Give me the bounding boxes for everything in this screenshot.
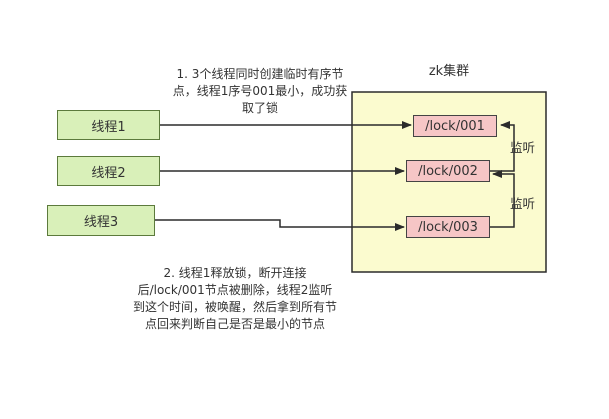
watch-arrow-003-to-002 xyxy=(490,170,515,228)
watch-label-2: 监听 xyxy=(510,196,536,211)
note-2-line-4: 点回来判断自己是否是最小的节点 xyxy=(144,317,325,331)
note-2-line-3: 到这个时间，被唤醒，然后拿到所有节 xyxy=(132,300,337,314)
note-1-line-1: 1. 3个线程同时创建临时有序节 xyxy=(176,67,344,81)
note-2-line-2: 后/lock/001节点被删除，线程2监听 xyxy=(137,283,333,297)
zk-cluster-title: zk集群 xyxy=(428,64,470,79)
thread-box-1: 线程1 xyxy=(57,110,160,140)
note-1: 1. 3个线程同时创建临时有序节 点，线程1序号001最小，成功获 取了锁 xyxy=(155,66,365,117)
node-box-003: /lock/003 xyxy=(406,216,490,238)
thread-box-3: 线程3 xyxy=(47,205,155,236)
note-2-line-1: 2. 线程1释放锁，断开连接 xyxy=(163,266,307,280)
node-box-001: /lock/001 xyxy=(413,115,497,137)
node-box-002: /lock/002 xyxy=(406,160,490,182)
watch-arrow-002-to-001 xyxy=(490,121,515,172)
arrow-thread3-to-node003 xyxy=(155,219,405,231)
watch-label-1: 监听 xyxy=(510,140,536,155)
note-2: 2. 线程1释放锁，断开连接 后/lock/001节点被删除，线程2监听 到这个… xyxy=(115,265,355,333)
note-1-line-2: 点，线程1序号001最小，成功获 xyxy=(172,84,348,98)
thread-box-2: 线程2 xyxy=(57,156,160,186)
note-1-line-3: 取了锁 xyxy=(241,101,278,115)
